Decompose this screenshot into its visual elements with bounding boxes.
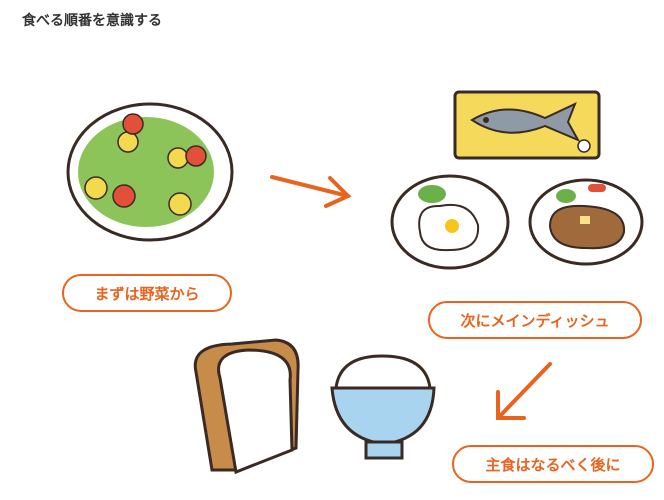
step-1-label: まずは野菜から bbox=[62, 274, 232, 312]
salad-plate-illustration bbox=[66, 102, 234, 242]
rice-bowl-illustration bbox=[330, 354, 436, 460]
arrow-right-icon bbox=[270, 175, 352, 208]
fish-tray-illustration bbox=[453, 90, 601, 160]
bread-illustration bbox=[193, 338, 300, 475]
page-title: 食べる順番を意識する bbox=[22, 13, 162, 29]
step-2-label: 次にメインディッシュ bbox=[428, 301, 642, 339]
step-3-label: 主食はなるべく後に bbox=[452, 445, 654, 483]
steak-plate-illustration bbox=[528, 178, 644, 266]
arrow-down-left-icon bbox=[496, 362, 552, 420]
egg-plate-illustration bbox=[390, 174, 510, 270]
